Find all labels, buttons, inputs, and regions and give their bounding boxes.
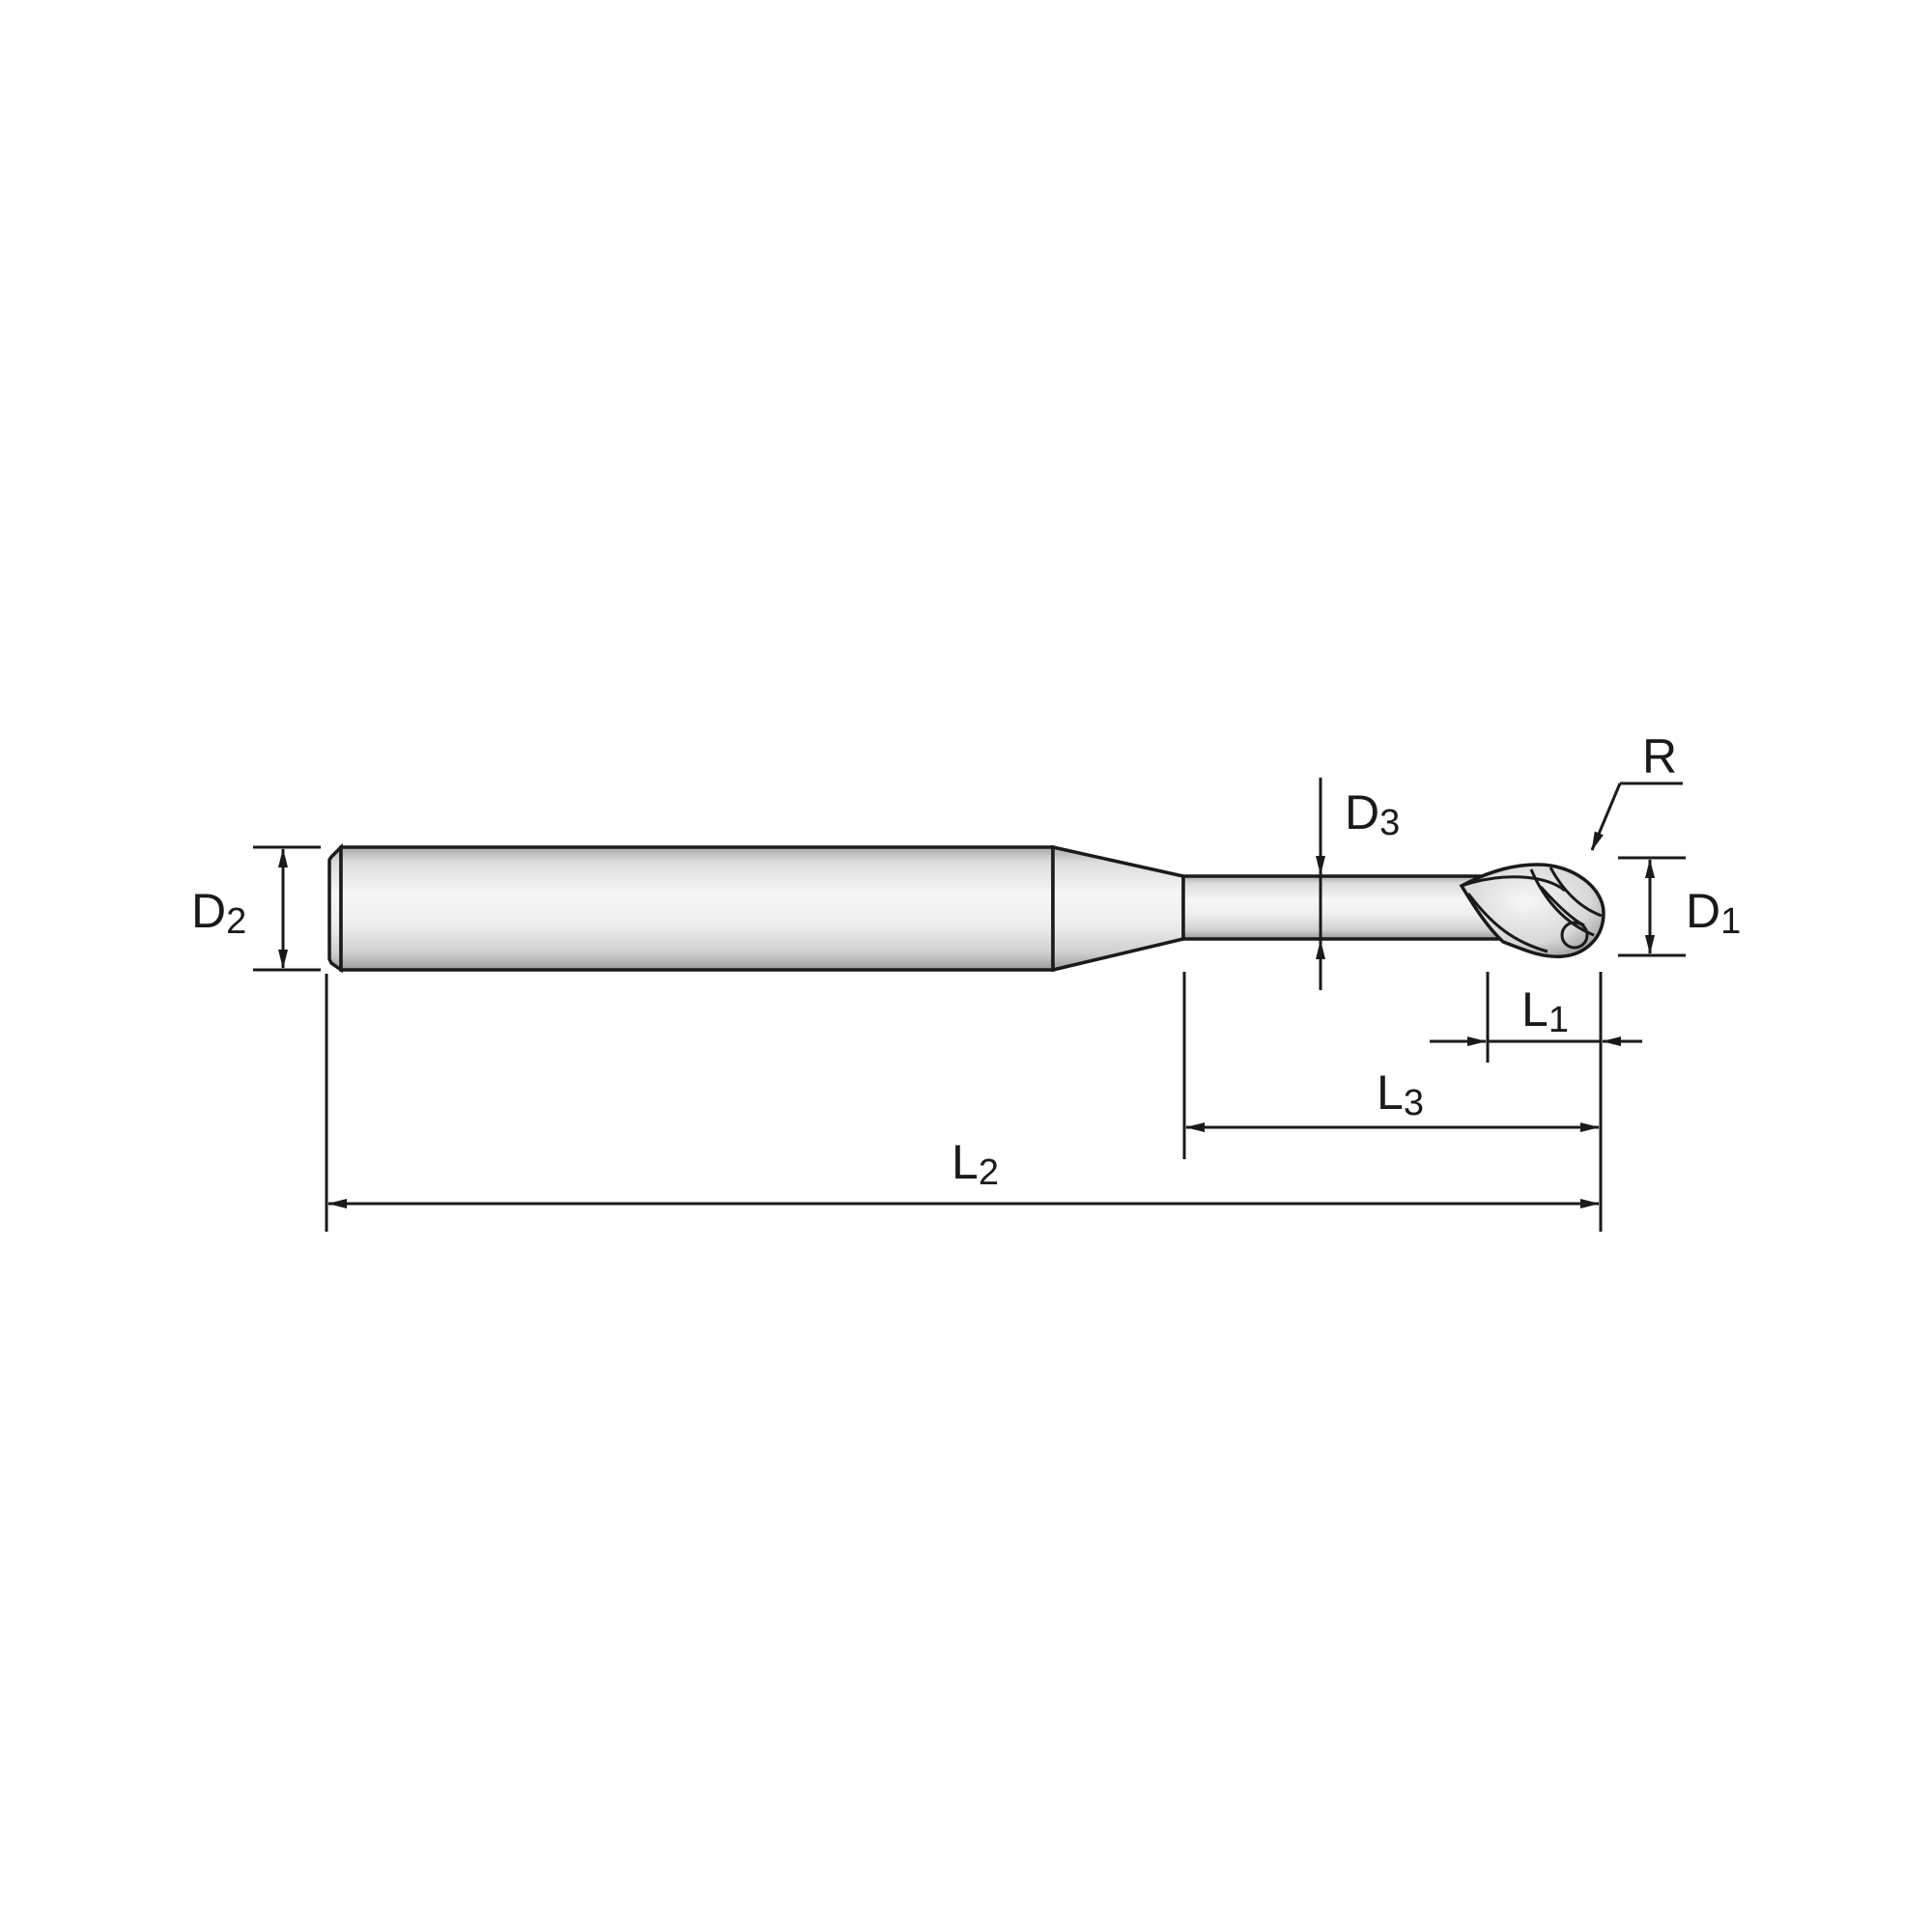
label-d2: D2 [191,884,246,942]
dimension-labels: D2 D3 D1 R L1 L3 L2 [191,729,1741,1193]
flute-curve [1466,893,1548,953]
label-r: R [1642,729,1677,783]
label-l1: L1 [1521,982,1569,1040]
flute-curve [1461,875,1566,893]
label-l3: L3 [1377,1065,1424,1123]
neck [1181,874,1514,941]
r-leader-arrow [1590,782,1622,851]
label-d1: D1 [1686,884,1741,942]
dimension-lines [253,778,1686,1232]
flute-curve [1548,867,1603,918]
shank-end [327,842,343,974]
tool-body [327,842,1605,974]
ball-tip [1560,921,1589,950]
shank [339,845,1055,972]
ball-nose-head [1459,863,1605,958]
label-d3: D3 [1345,785,1400,843]
taper [1051,844,1185,973]
label-l2: L2 [952,1135,999,1193]
